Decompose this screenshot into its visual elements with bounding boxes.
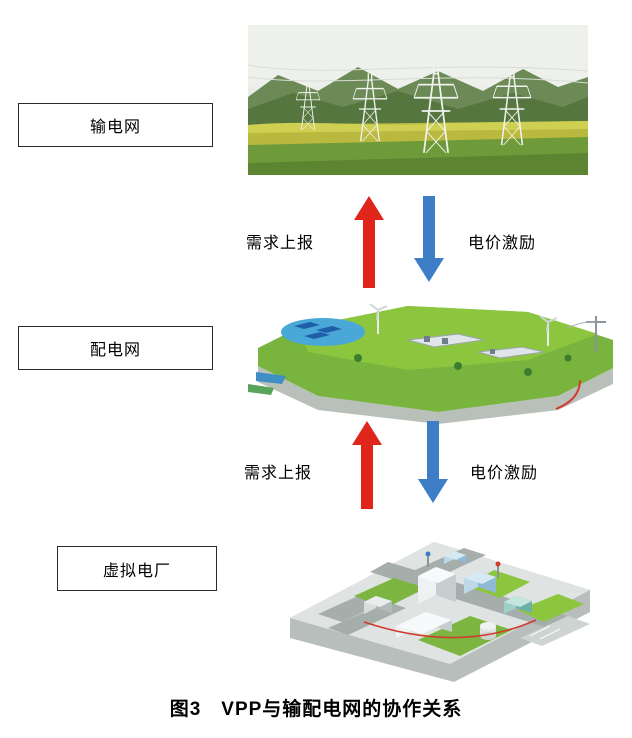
demand-report-label-1: 需求上报: [245, 235, 314, 252]
trees: [354, 354, 572, 376]
down-arrow-2-shape: [418, 421, 448, 503]
price-incentive-label-1: 电价激励: [467, 235, 536, 252]
price-incentive-label-2: 电价激励: [469, 465, 538, 482]
power-pole: [567, 316, 606, 352]
transmission-grid-photo-art: [248, 25, 588, 175]
transmission-grid-photo: [248, 25, 588, 175]
up-arrow-1: [354, 196, 384, 288]
node-box-distribution-grid: 配电网: [18, 326, 213, 370]
node-label-vpp: 虚拟电厂: [102, 562, 171, 580]
building: [444, 551, 466, 564]
down-arrow-1-shape: [414, 196, 444, 282]
building: [396, 612, 452, 638]
node-label-transmission-grid: 输电网: [89, 119, 141, 136]
node-box-transmission-grid: 输电网: [18, 103, 213, 147]
building: [418, 567, 456, 604]
storage-tank: [480, 622, 496, 640]
cable: [363, 619, 537, 639]
distribution-grid-art: [248, 303, 613, 424]
node-box-vpp: 虚拟电厂: [57, 546, 217, 591]
figure-caption: 图3 VPP与输配电网的协作关系: [169, 699, 463, 720]
up-arrow-2: [352, 421, 382, 509]
green-area: [518, 594, 584, 622]
down-arrow-2: [418, 421, 448, 503]
vpp-art: [290, 542, 590, 682]
down-arrow-1: [414, 196, 444, 282]
vpp-illustration: [268, 518, 602, 682]
wind-turbine-blades: [369, 303, 558, 333]
building: [504, 596, 532, 614]
floating-solar-panels: [294, 322, 342, 339]
substation: [407, 333, 545, 359]
up-arrow-2-shape: [352, 421, 382, 509]
node-label-distribution-grid: 配电网: [89, 342, 141, 359]
cable: [555, 379, 581, 410]
boat: [248, 384, 274, 395]
demand-report-label-2: 需求上报: [243, 465, 312, 482]
building: [364, 596, 392, 614]
antenna: [427, 556, 499, 578]
distribution-grid-illustration: [228, 288, 622, 424]
boat: [256, 372, 286, 384]
up-arrow-1-shape: [354, 196, 384, 288]
building: [464, 571, 496, 594]
parking-lines: [529, 625, 561, 640]
